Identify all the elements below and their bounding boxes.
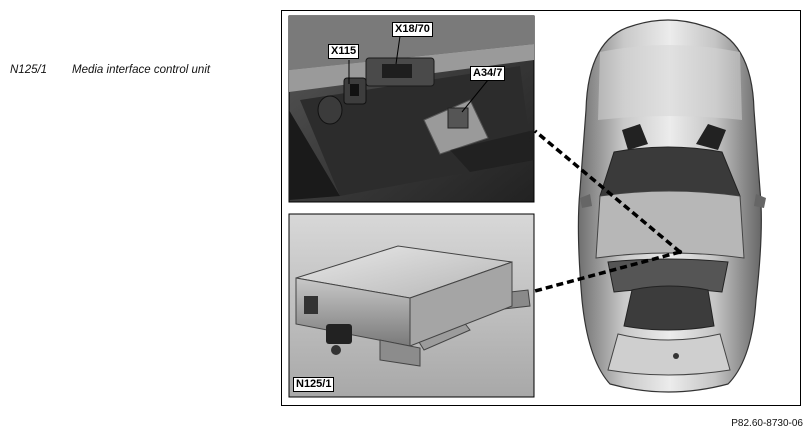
leader-line-lower: [534, 250, 681, 293]
figure-id: P82.60-8730-06: [731, 418, 803, 429]
legend-description: Media interface control unit: [72, 64, 211, 76]
leader-line-upper: [533, 129, 682, 254]
callout-n125-1: N125/1: [293, 377, 335, 392]
console-photo: [288, 15, 535, 203]
legend-code: N125/1: [10, 64, 48, 76]
vehicle-top-view: [577, 19, 766, 393]
callout-x115: X115: [328, 44, 360, 59]
callout-a34-7: A34/7: [470, 66, 506, 81]
control-unit-photo: [288, 213, 535, 398]
callout-x18-70: X18/70: [392, 22, 433, 37]
